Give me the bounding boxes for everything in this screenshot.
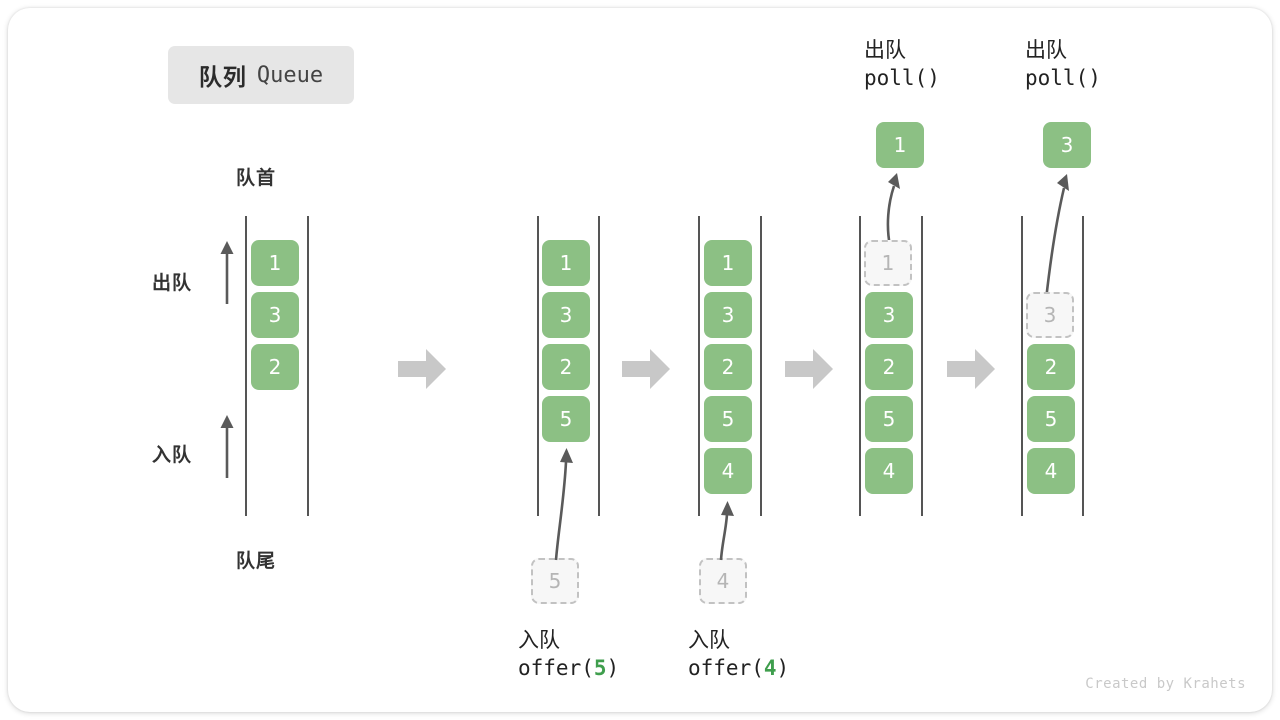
- queue-cell: 2: [251, 344, 299, 390]
- queue-cell: 1: [542, 240, 590, 286]
- caption-cn: 出队: [864, 39, 906, 62]
- dequeue-flow-arrow-icon: [860, 168, 908, 248]
- title-en: Queue: [256, 62, 324, 88]
- queue-cell: 2: [1027, 344, 1075, 390]
- rail-right-stage-3: [760, 216, 762, 516]
- caption-offer-5: 入队 offer(5): [518, 628, 619, 682]
- title-cn: 队列: [198, 64, 247, 90]
- label-tail: 队尾: [236, 551, 277, 572]
- rail-left-stage-5: [1021, 216, 1023, 516]
- rail-left-stage-3: [698, 216, 700, 516]
- rail-right-stage-2: [598, 216, 600, 516]
- caption-poll-1: 出队 poll(): [864, 38, 940, 92]
- caption-offer-4: 入队 offer(4): [688, 628, 789, 682]
- flow-arrow-icon: [945, 346, 997, 392]
- caption-cn: 入队: [518, 629, 560, 652]
- flow-arrow-icon: [396, 346, 448, 392]
- credit-text: Created by Krahets: [1085, 676, 1246, 692]
- incoming-ghost-cell: 5: [531, 558, 579, 604]
- label-enqueue: 入队: [152, 445, 193, 466]
- rail-left-stage-1: [245, 216, 247, 516]
- popped-cell: 3: [1043, 122, 1091, 168]
- queue-cell: 4: [1027, 448, 1075, 494]
- label-dequeue: 出队: [152, 273, 193, 294]
- caption-code: offer(4): [688, 655, 790, 680]
- queue-cell: 2: [865, 344, 913, 390]
- dequeue-arrow-icon: [214, 238, 240, 304]
- queue-cell: 3: [251, 292, 299, 338]
- diagram-title-chip: 队列 Queue: [168, 46, 354, 104]
- enqueue-flow-arrow-icon: [713, 492, 745, 562]
- queue-cell: 3: [704, 292, 752, 338]
- queue-cell-ghost: 1: [864, 240, 912, 286]
- caption-code: poll(): [1025, 65, 1101, 90]
- caption-cn: 出队: [1025, 39, 1067, 62]
- enqueue-arrow-icon: [214, 412, 240, 478]
- queue-cell: 3: [542, 292, 590, 338]
- queue-cell: 1: [251, 240, 299, 286]
- rail-left-stage-2: [537, 216, 539, 516]
- queue-cell: 4: [865, 448, 913, 494]
- flow-arrow-icon: [620, 346, 672, 392]
- enqueue-flow-arrow-icon: [544, 438, 584, 563]
- rail-left-stage-4: [859, 216, 861, 516]
- label-head: 队首: [236, 168, 277, 189]
- queue-cell: 5: [704, 396, 752, 442]
- caption-code: offer(5): [518, 655, 620, 680]
- flow-arrow-icon: [783, 346, 835, 392]
- queue-cell: 3: [865, 292, 913, 338]
- queue-cell: 2: [704, 344, 752, 390]
- caption-code: poll(): [864, 65, 940, 90]
- queue-cell: 5: [542, 396, 590, 442]
- queue-cell: 2: [542, 344, 590, 390]
- queue-cell-ghost: 3: [1026, 292, 1074, 338]
- queue-cell: 5: [865, 396, 913, 442]
- rail-right-stage-1: [307, 216, 309, 516]
- dequeue-flow-arrow-icon: [1020, 168, 1076, 302]
- queue-cell: 1: [704, 240, 752, 286]
- caption-cn: 入队: [688, 629, 730, 652]
- rail-right-stage-4: [921, 216, 923, 516]
- incoming-ghost-cell: 4: [699, 558, 747, 604]
- caption-poll-3: 出队 poll(): [1025, 38, 1101, 92]
- popped-cell: 1: [876, 122, 924, 168]
- queue-cell: 5: [1027, 396, 1075, 442]
- queue-cell: 4: [704, 448, 752, 494]
- rail-right-stage-5: [1082, 216, 1084, 516]
- diagram-card: 队列 Queue 队首 队尾 出队 入队 1 3 2: [8, 8, 1272, 712]
